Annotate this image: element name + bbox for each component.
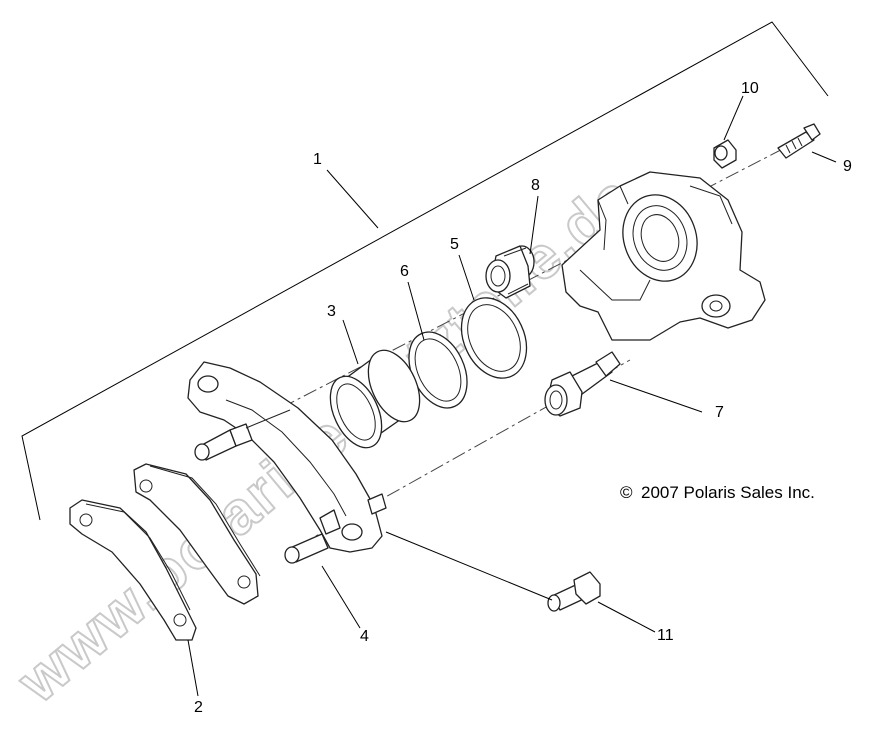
callout-3: 3 — [327, 303, 336, 320]
callout-labels: 1 2 3 4 5 6 7 8 9 10 11 — [194, 80, 852, 716]
callout-11: 11 — [657, 627, 674, 644]
bleeder-screw — [777, 123, 821, 159]
caliper-piston — [329, 349, 421, 449]
callout-5: 5 — [450, 236, 459, 253]
callout-10: 10 — [741, 80, 759, 97]
caliper-body — [561, 171, 766, 341]
callout-7: 7 — [715, 404, 724, 421]
callout-8: 8 — [531, 177, 540, 194]
brake-pad-inner — [133, 463, 261, 605]
callout-4: 4 — [360, 628, 369, 645]
callout-6: 6 — [400, 263, 409, 280]
leader-lines — [187, 95, 837, 697]
mounting-bolt — [547, 571, 601, 612]
mounting-bracket — [187, 361, 387, 564]
brake-pad-outer — [69, 499, 197, 641]
guide-pin-boot — [485, 245, 535, 299]
dust-seal — [408, 331, 468, 409]
copyright-symbol: © — [620, 483, 633, 502]
callout-1: 1 — [313, 151, 322, 168]
callout-2: 2 — [194, 699, 203, 716]
assembly-bracket — [21, 21, 829, 521]
piston-seal — [460, 297, 528, 379]
copyright: © 2007 Polaris Sales Inc. — [620, 483, 815, 502]
bleeder-cap — [713, 139, 737, 169]
callout-9: 9 — [843, 158, 852, 175]
guide-pin — [544, 351, 621, 417]
copyright-text: 2007 Polaris Sales Inc. — [641, 483, 815, 502]
